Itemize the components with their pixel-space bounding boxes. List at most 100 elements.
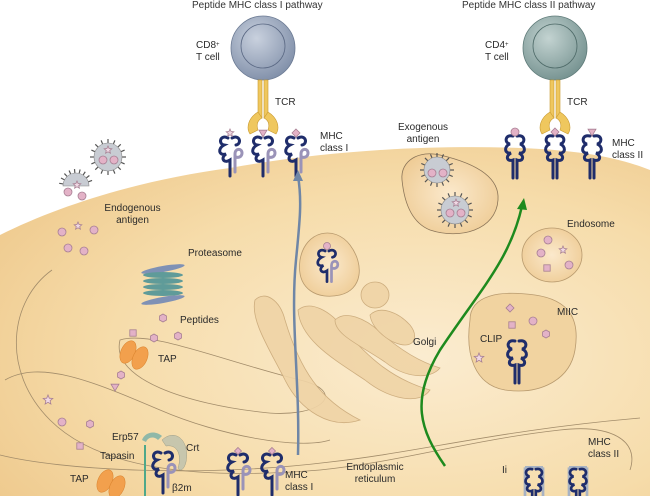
tcr-class1 <box>247 79 279 135</box>
virus-spike <box>78 169 81 174</box>
mhc2-beta-chain <box>534 467 544 496</box>
viral-protein <box>98 155 108 165</box>
virus-spike <box>60 177 65 181</box>
viral-protein <box>72 180 82 190</box>
peptide <box>129 329 137 337</box>
virus-spike <box>459 193 463 198</box>
peptides-label: Peptides <box>180 315 219 326</box>
miic-mhc-class2 <box>506 339 528 385</box>
erp57 <box>142 432 162 442</box>
endogenous-l1: Endogenous <box>104 203 161 214</box>
clip-label: CLIP <box>480 334 503 345</box>
virus-spike <box>91 161 96 165</box>
virus-spike <box>120 149 125 153</box>
virus-spike <box>441 219 446 224</box>
surface-mhc-class2 <box>581 134 603 180</box>
viral-protein <box>109 155 119 165</box>
endogenous-antigen-fragment <box>63 243 73 253</box>
exogenous-virus <box>420 153 454 187</box>
endoplasmic-reticulum <box>16 269 633 474</box>
virus-spike <box>91 149 96 153</box>
mhc2-alpha-chain <box>568 467 578 496</box>
mhc2-er-l1: MHC <box>588 437 611 448</box>
mhc-alpha-domain <box>163 450 174 462</box>
beta2m-chain <box>330 259 340 283</box>
peptide <box>86 419 94 429</box>
miic-peptide <box>505 303 515 313</box>
cd8-label-text: CD8 <box>196 40 217 51</box>
golgi-peptide <box>323 242 331 250</box>
class1-arrowhead <box>293 170 303 181</box>
mhc1-er-l2: class I <box>285 482 314 493</box>
virus-spike <box>59 182 64 185</box>
virus-spike <box>94 166 99 171</box>
viral-protein <box>438 168 448 178</box>
mhc1-surface-peptide <box>291 128 301 138</box>
mhc-heavy-chain <box>251 135 265 178</box>
er-mhc-class1 <box>260 452 286 496</box>
class2-transport-arrow <box>420 205 524 467</box>
mhc2-alpha-chain <box>544 134 555 180</box>
beta2m-chain <box>166 462 177 489</box>
virus-spike <box>82 171 86 176</box>
surface-mhc-class2 <box>544 134 566 180</box>
mhc-heavy-chain <box>151 450 165 495</box>
endogenous-l2: antigen <box>116 215 149 226</box>
virus-spike <box>459 222 463 227</box>
miic-label: MIIC <box>557 307 579 318</box>
peptide <box>150 333 158 343</box>
mhc-alpha-domain <box>263 135 274 147</box>
virus-spike <box>441 154 445 159</box>
virus-spike <box>421 162 426 166</box>
virus-spike <box>88 179 93 183</box>
peptide <box>110 383 120 392</box>
mhc2-surface-l1: MHC <box>612 138 635 149</box>
virus-spike <box>447 193 451 198</box>
mhc2-surface-l2: class II <box>612 150 644 161</box>
er-mhc-class2-ii <box>523 466 545 496</box>
tap-lower-label: TAP <box>70 474 89 485</box>
miic-peptide <box>542 329 550 339</box>
surface-mhc-class1 <box>284 135 310 178</box>
er-peptide-loading-mhc1 <box>151 450 177 495</box>
peptide <box>159 313 167 323</box>
viral-protein <box>445 208 455 218</box>
tap-upper-label: TAP <box>158 354 177 365</box>
mhc-heavy-chain <box>226 452 240 496</box>
virus-spike <box>438 202 443 206</box>
mhc1-surface-peptide <box>258 129 268 138</box>
er-fold-2 <box>4 371 331 444</box>
mhc1-surface-l2: class I <box>320 143 349 154</box>
tap-upper <box>119 340 149 370</box>
mhc2-alpha-chain <box>581 134 592 180</box>
mhc-alpha-domain <box>272 452 283 464</box>
virus-spike <box>464 196 469 201</box>
virus-capsid <box>62 172 90 187</box>
class2-arrowhead <box>517 198 527 210</box>
virus-spike <box>464 219 469 224</box>
mhc1-surface-l1: MHC <box>320 131 343 142</box>
peptide <box>174 331 182 341</box>
virus-spike <box>424 157 429 162</box>
tcr-label-class2: TCR <box>567 97 588 108</box>
exogenous-l1: Exogenous <box>398 122 449 133</box>
beta2m-chain <box>266 147 277 174</box>
calreticulin <box>161 435 187 471</box>
mhc2-surface-peptide <box>587 128 597 137</box>
er-mhc1-peptide <box>233 446 243 456</box>
beta2m-chain <box>241 464 252 491</box>
surface-mhc-class1 <box>251 135 277 178</box>
endogenous-antigen-fragment <box>79 246 89 256</box>
mhc2-alpha-chain <box>506 339 517 385</box>
er-mhc1-peptide <box>267 446 277 456</box>
virus-spike <box>100 140 104 145</box>
cd4-label: CD4+T cell <box>485 40 509 64</box>
beta2m-chain <box>275 464 286 491</box>
peptide <box>76 442 84 450</box>
virus-spike <box>85 175 90 179</box>
virus-spike <box>445 178 450 183</box>
viral-protein <box>77 191 87 201</box>
endosome <box>521 227 583 283</box>
